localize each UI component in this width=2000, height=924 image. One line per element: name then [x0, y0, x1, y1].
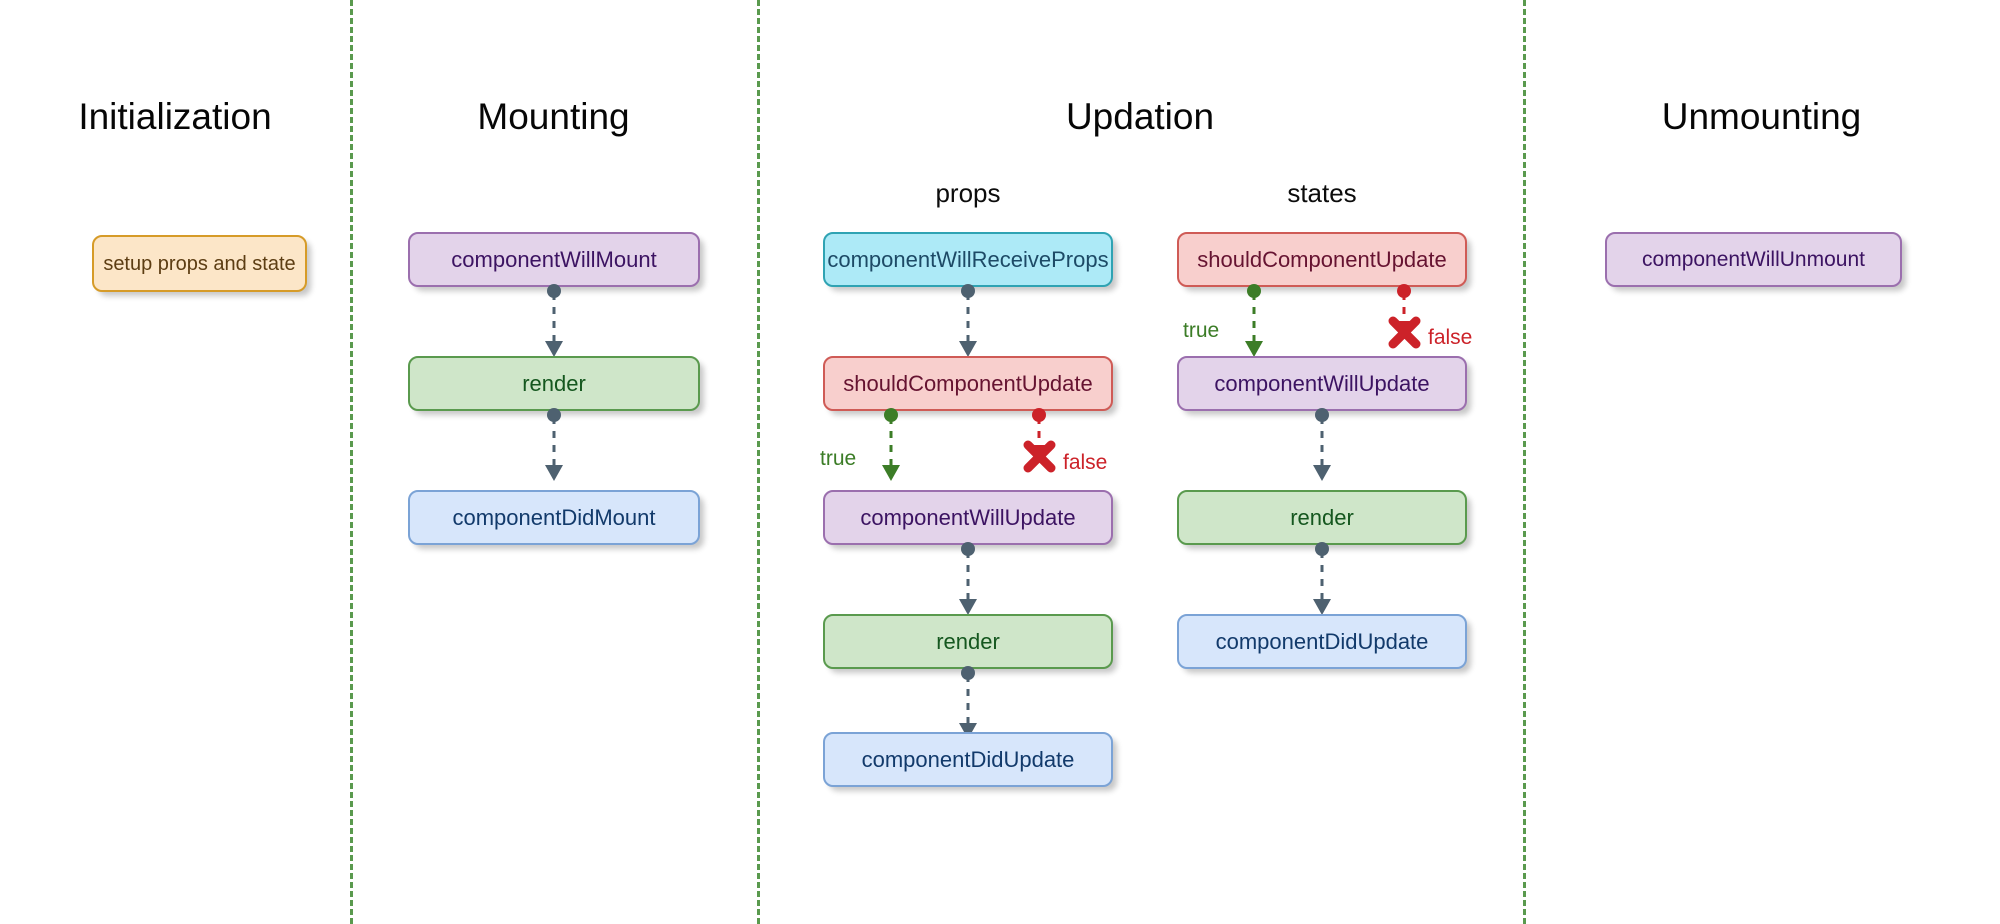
connector-props-will-update-to-render [954, 542, 982, 615]
connector-states-render-to-did-update [1308, 542, 1336, 615]
connector-will-receive-props-to-should-update [954, 284, 982, 357]
node-component-did-mount[interactable]: componentDidMount [408, 490, 700, 545]
node-component-will-mount[interactable]: componentWillMount [408, 232, 700, 287]
connector-states-will-update-to-render [1308, 408, 1336, 481]
node-states-component-did-update[interactable]: componentDidUpdate [1177, 614, 1467, 669]
column-title-updation: Updation [1065, 96, 1215, 137]
node-props-component-will-update[interactable]: componentWillUpdate [823, 490, 1113, 545]
connector-states-false-branch [1388, 284, 1447, 349]
branch-label-states-true: true [1183, 319, 1220, 342]
connector-mount-will-to-render [540, 284, 568, 357]
branch-label-states-false: false [1428, 326, 1473, 349]
node-states-component-will-update[interactable]: componentWillUpdate [1177, 356, 1467, 411]
column-title-initialization: Initialization [78, 96, 272, 137]
connector-mount-render-to-did-mount [540, 408, 568, 481]
node-states-render[interactable]: render [1177, 490, 1467, 545]
connector-props-render-to-did-update [954, 666, 982, 739]
branch-label-props-false: false [1063, 451, 1108, 474]
node-setup-props-and-state[interactable]: setup props and state [92, 235, 307, 292]
node-props-render[interactable]: render [823, 614, 1113, 669]
connector-props-false-branch [1023, 408, 1082, 473]
column-title-mounting: Mounting [477, 96, 630, 137]
column-divider-1 [350, 0, 353, 924]
column-title-unmounting: Unmounting [1661, 96, 1862, 137]
node-props-should-component-update[interactable]: shouldComponentUpdate [823, 356, 1113, 411]
node-props-component-did-update[interactable]: componentDidUpdate [823, 732, 1113, 787]
column-divider-3 [1523, 0, 1526, 924]
connector-states-true-branch [1240, 284, 1268, 357]
connector-props-true-branch [877, 408, 905, 481]
node-component-will-receive-props[interactable]: componentWillReceiveProps [823, 232, 1113, 287]
subheader-props: props [935, 178, 1001, 208]
branch-label-props-true: true [820, 447, 857, 470]
node-states-should-component-update[interactable]: shouldComponentUpdate [1177, 232, 1467, 287]
node-component-will-unmount[interactable]: componentWillUnmount [1605, 232, 1902, 287]
node-mount-render[interactable]: render [408, 356, 700, 411]
subheader-states: states [1287, 178, 1357, 208]
column-divider-2 [757, 0, 760, 924]
